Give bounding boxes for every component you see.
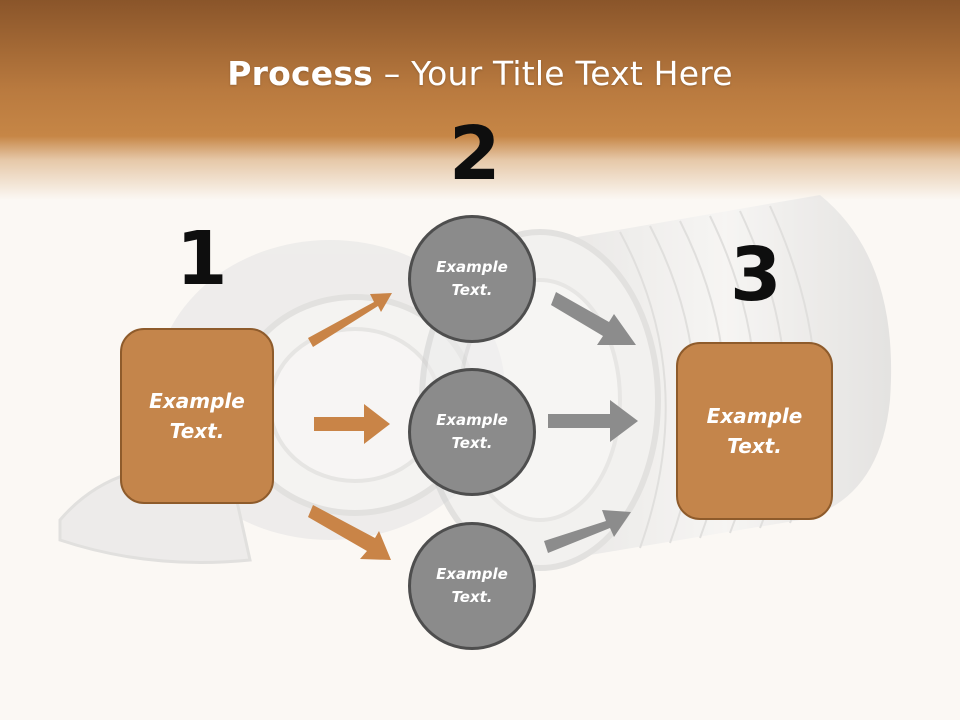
left-process-box: Example Text. bbox=[120, 328, 274, 504]
right-box-line1: Example bbox=[706, 404, 803, 428]
circle-middle-line2: Text. bbox=[451, 434, 493, 452]
right-box-line2: Text. bbox=[727, 434, 782, 458]
process-circle-bottom: Example Text. bbox=[408, 522, 536, 650]
right-process-box: Example Text. bbox=[676, 342, 833, 520]
slide-title: Process – Your Title Text Here bbox=[0, 52, 960, 96]
circle-top-line1: Example bbox=[436, 258, 508, 276]
circle-bottom-line1: Example bbox=[436, 565, 508, 583]
left-box-line1: Example bbox=[149, 389, 245, 413]
step-number-3: 3 bbox=[730, 232, 782, 318]
step-number-2: 2 bbox=[449, 111, 501, 197]
step-number-1: 1 bbox=[176, 216, 228, 302]
title-rest-part: – Your Title Text Here bbox=[373, 54, 733, 93]
process-circle-middle: Example Text. bbox=[408, 368, 536, 496]
title-bold-part: Process bbox=[227, 54, 374, 93]
circle-middle-line1: Example bbox=[436, 411, 508, 429]
process-circle-top: Example Text. bbox=[408, 215, 536, 343]
circle-bottom-line2: Text. bbox=[451, 588, 493, 606]
left-box-line2: Text. bbox=[169, 419, 225, 443]
circle-top-line2: Text. bbox=[451, 281, 493, 299]
